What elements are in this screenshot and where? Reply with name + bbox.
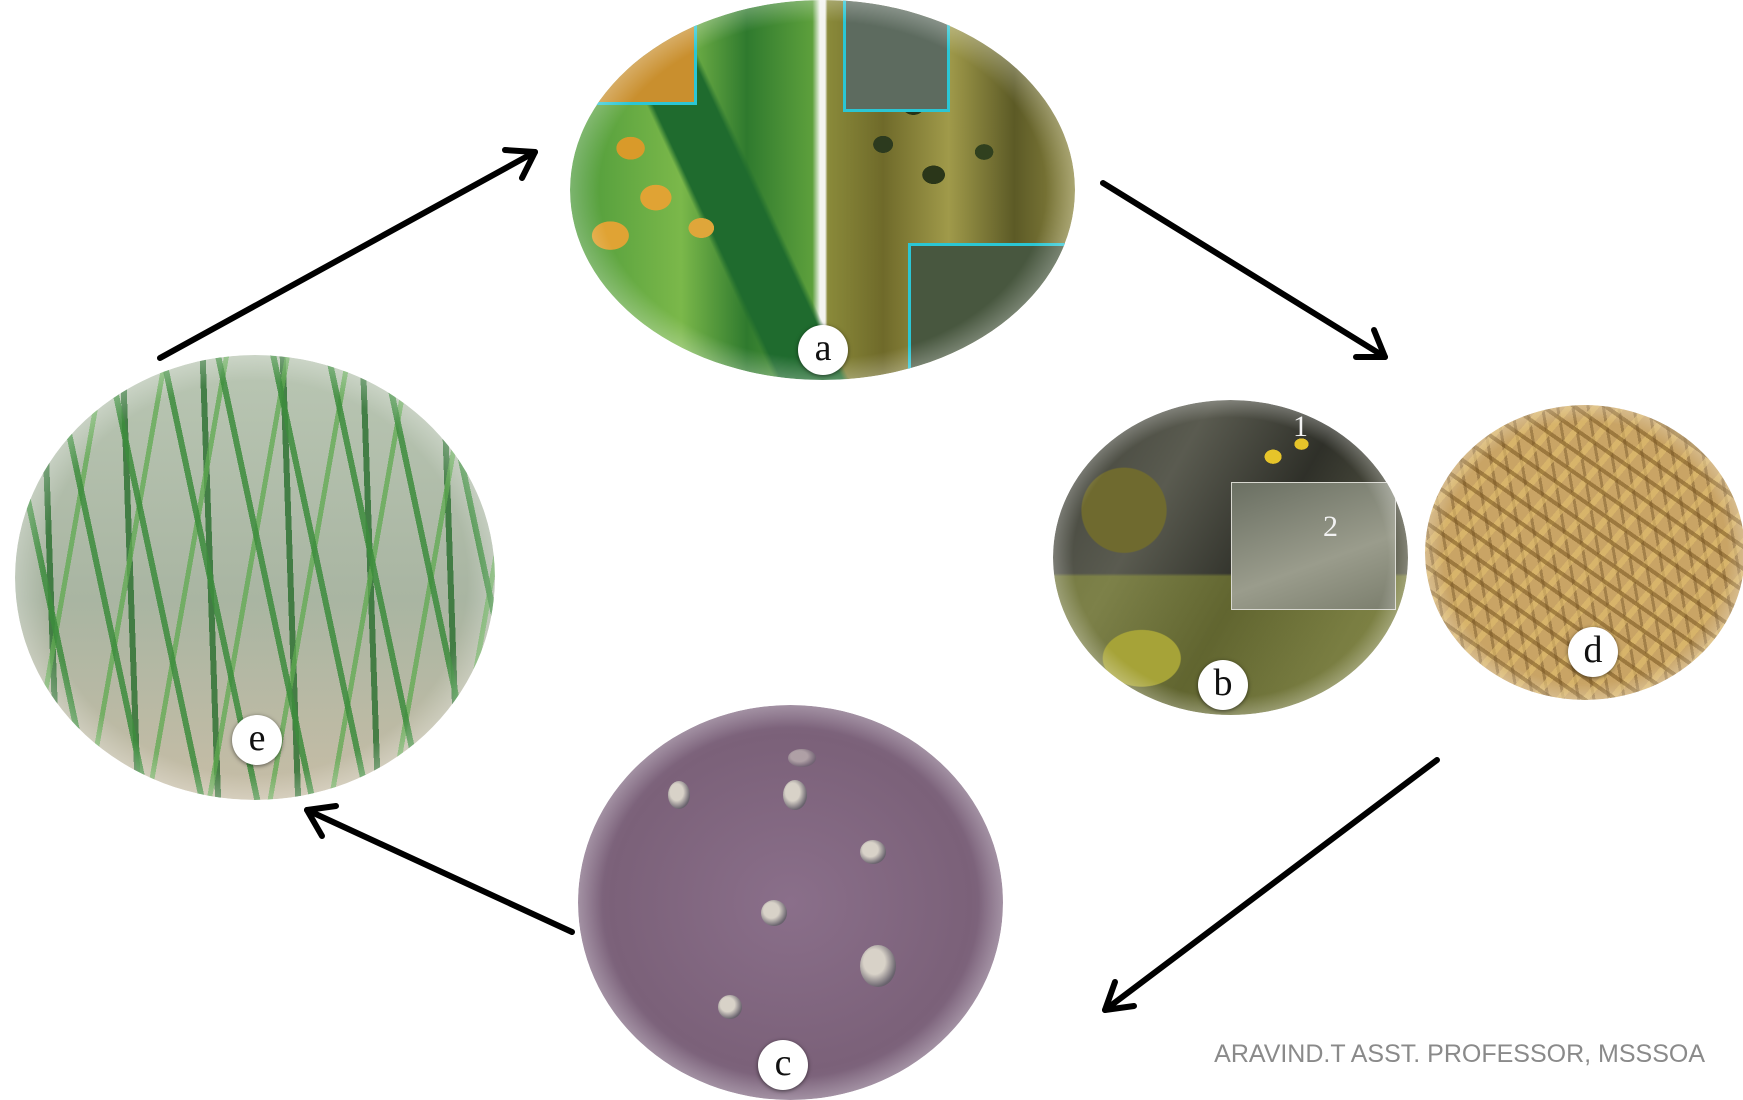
label-c: c — [758, 1040, 808, 1090]
label-d: d — [1568, 627, 1618, 677]
vignette — [570, 0, 1075, 380]
label-b: b — [1198, 660, 1248, 710]
young-rice-crop-photo: e — [15, 355, 495, 800]
panicle-infection-photo: a — [570, 0, 1075, 380]
arrow-e-to-a — [160, 150, 535, 358]
label-e: e — [232, 715, 282, 765]
sclerotia-soil-photo: 1 2 b — [1053, 400, 1408, 715]
label-a: a — [798, 325, 848, 375]
arrow-a-to-d — [1103, 183, 1385, 357]
author-credit: ARAVIND.T ASST. PROFESSOR, MSSSOA — [1214, 1040, 1705, 1069]
harvested-grain-photo: d — [1425, 405, 1743, 700]
spore-microscope-photo: c — [578, 705, 1003, 1100]
arrow-c-to-e — [307, 806, 572, 932]
arrow-d-to-c — [1105, 760, 1437, 1010]
